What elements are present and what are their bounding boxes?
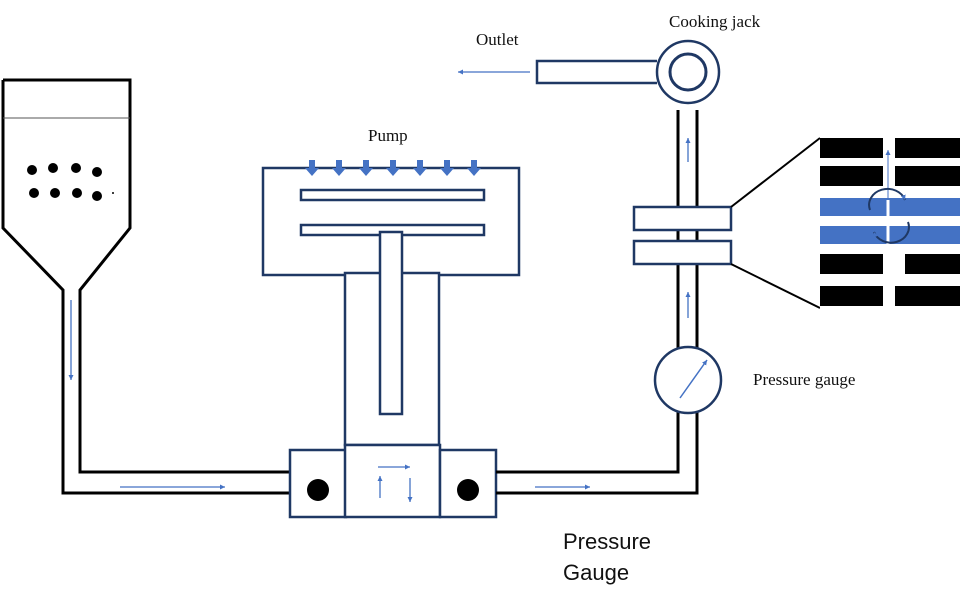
- hopper: [1, 78, 290, 495]
- pump-pressure-arrows: [305, 160, 481, 176]
- die-plates: [632, 205, 733, 266]
- pump-label: Pump: [368, 126, 408, 145]
- pump: [261, 166, 521, 447]
- bottom-caption-line1: Pressure: [563, 529, 651, 554]
- check-valve-ball-right: [457, 479, 479, 501]
- cooking-jack-label: Cooking jack: [669, 12, 761, 31]
- bottom-caption-line2: Gauge: [563, 560, 629, 585]
- valve-center: [343, 443, 442, 519]
- pump-piston: [378, 230, 404, 416]
- check-valve-ball-left: [307, 479, 329, 501]
- pump-plate-top: [299, 188, 486, 202]
- pressure-gauge-needle: [679, 359, 708, 399]
- hopper-granules: [27, 163, 114, 201]
- outlet-label: Outlet: [476, 30, 519, 49]
- valve-flow-arrows: [377, 464, 413, 502]
- die-swirl: [868, 187, 910, 244]
- zoom-lines: [730, 137, 821, 309]
- die-detail: [820, 138, 960, 308]
- cooking-jack: [655, 39, 721, 105]
- pressure-gauge: [653, 345, 723, 415]
- outlet-pipe: [535, 59, 657, 85]
- pressure-gauge-label: Pressure gauge: [753, 370, 855, 389]
- discharge-pipe: [496, 110, 699, 495]
